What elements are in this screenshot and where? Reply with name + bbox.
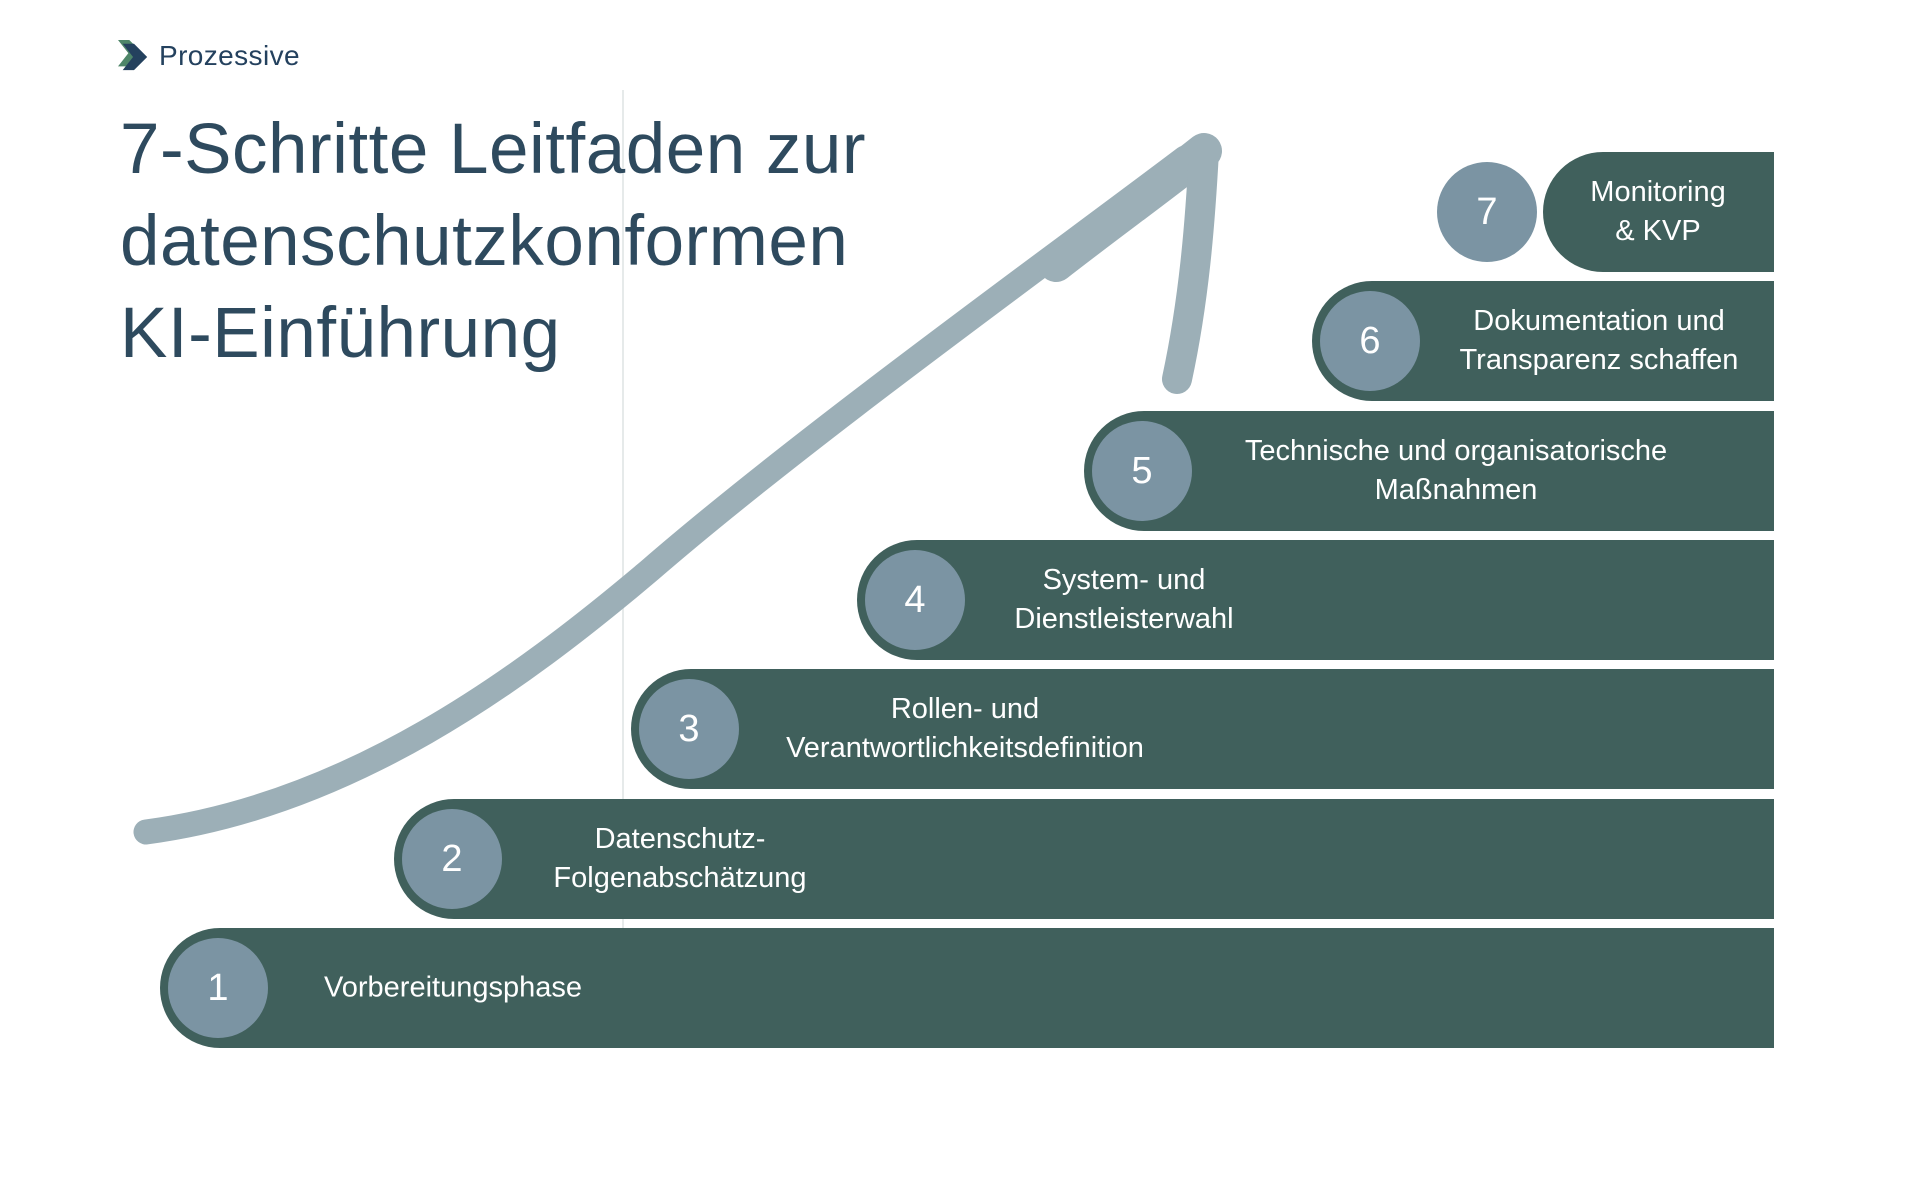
step-number-badge: 1 (168, 938, 268, 1038)
step-number-badge: 6 (1320, 291, 1420, 391)
step-number-badge: 7 (1437, 162, 1537, 262)
step-bar-7: 7 Monitoring & KVP (1437, 152, 1774, 272)
step-bar-4: 4 System- und Dienstleisterwahl (857, 540, 1774, 660)
step-bar-6: 6 Dokumentation und Transparenz schaffen (1312, 281, 1774, 401)
step-label: Dokumentation und Transparenz schaffen (1459, 305, 1739, 376)
step-bar-3: 3 Rollen- und Verantwortlichkeitsdefinit… (631, 669, 1774, 789)
step-bar-2: 2 Datenschutz- Folgenabschätzung (394, 799, 1774, 919)
brand-name: Prozessive (159, 40, 300, 71)
step-label: System- und Dienstleisterwahl (1014, 564, 1234, 635)
page-title: 7-Schritte Leitfaden zur datenschutzkonf… (120, 110, 867, 373)
step-label: Datenschutz- Folgenabschätzung (553, 823, 807, 894)
step-label: Rollen- und Verantwortlichkeitsdefinitio… (786, 693, 1144, 764)
step-bar-1: 1 Vorbereitungsphase (160, 928, 1774, 1048)
step-label: Technische und organisatorische Maßnahme… (1244, 435, 1668, 506)
step-label: Monitoring & KVP (1590, 176, 1726, 247)
step-bar-5: 5 Technische und organisatorische Maßnah… (1084, 411, 1774, 531)
step-label: Vorbereitungsphase (324, 971, 582, 1004)
brand-logo: Prozessive (118, 40, 300, 72)
double-chevron-right-icon (118, 40, 148, 71)
